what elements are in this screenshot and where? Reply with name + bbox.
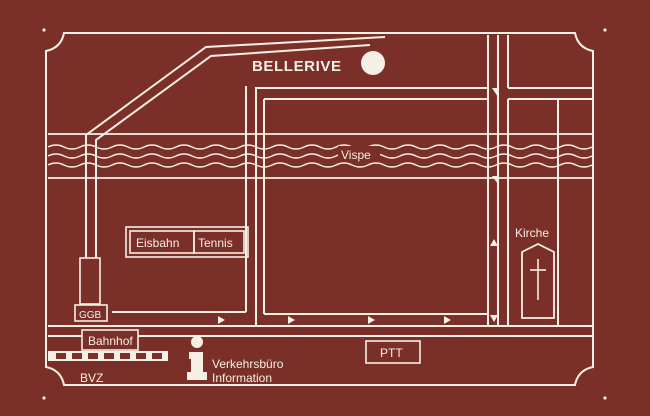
sports-facilities (125, 226, 249, 258)
bvz-platform (48, 351, 168, 361)
ggb-label: GGB (79, 310, 102, 321)
map-frame (45, 32, 594, 386)
one-way-arrow-icon (218, 88, 498, 324)
ggb-platform (79, 257, 101, 305)
corner-dots (42, 28, 607, 400)
hotel-label: BELLERIVE (252, 58, 342, 75)
tourist-office-label-line1: Verkehrsbüro (212, 357, 284, 371)
ggb-box (74, 304, 108, 322)
hotel-marker-icon (361, 51, 385, 75)
tourist-office-label-line2: Information (212, 371, 272, 385)
tennis-label: Tennis (198, 236, 233, 250)
church-cross-icon (521, 242, 555, 319)
roads (48, 35, 592, 337)
station-label: Bahnhof (88, 334, 133, 348)
river-label: Vispe (341, 148, 371, 162)
ice-rink-label: Eisbahn (136, 236, 179, 250)
railway-line (85, 36, 386, 258)
river-vispe (47, 133, 593, 179)
info-icon (187, 336, 207, 380)
river-label-bg (338, 146, 380, 161)
bvz-label: BVZ (80, 371, 103, 385)
church-label: Kirche (515, 226, 549, 240)
post-office-label: PTT (380, 346, 403, 360)
post-office-box (365, 340, 421, 364)
station-box (81, 329, 139, 351)
